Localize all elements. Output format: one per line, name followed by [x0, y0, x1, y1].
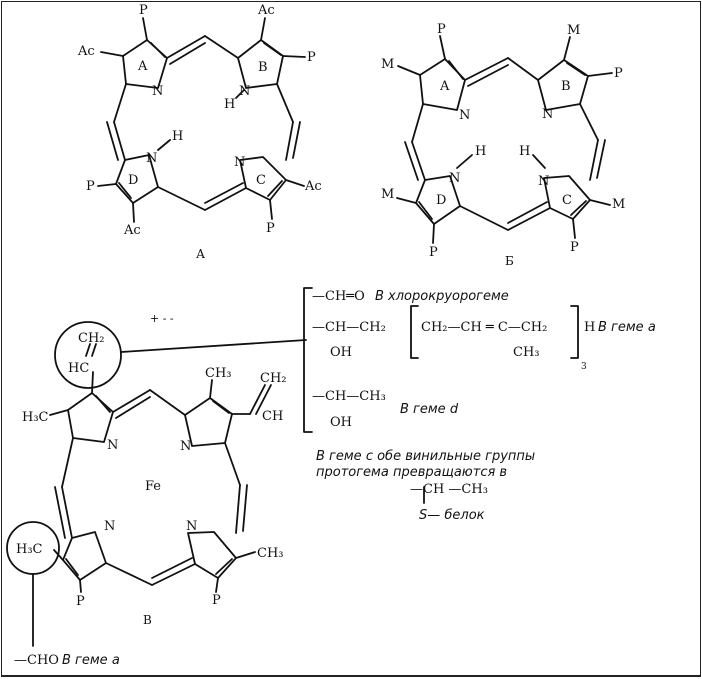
dots-mark: + - - — [150, 312, 174, 325]
nitrogen-label: N — [234, 155, 245, 170]
vinyl-ch-label: CH — [262, 409, 283, 424]
substituent-label: Ac — [77, 44, 95, 59]
substituent-label: M — [567, 23, 580, 38]
methyl-label: CH₃ — [257, 546, 284, 561]
substituent-label: P — [570, 240, 579, 255]
chlorocruoro-note: В хлорокруорогеме — [375, 289, 509, 304]
hydrogen-label: H — [475, 144, 486, 159]
structure-c-caption: В — [143, 613, 152, 627]
methyl-label: H₃C — [16, 542, 43, 557]
variant-labels: —CH═O В хлорокруорогеме —CH—CH₂ OH CH₂—C… — [312, 289, 656, 523]
ring-label: C — [562, 193, 572, 208]
nitrogen-label: N — [107, 438, 118, 453]
nitrogen-label: N — [538, 174, 549, 189]
structure-a-caption: А — [196, 247, 205, 261]
vinyl-ch2-label: CH₂ — [260, 371, 287, 386]
substituent-label: P — [614, 66, 623, 81]
substituent-label: M — [612, 197, 625, 212]
structure-a-labels: P Ac Ac P P Ac Ac P A B C D N N N N H H … — [77, 3, 322, 261]
nitrogen-label: N — [239, 84, 250, 99]
heme-a-methyl: CH₃ — [513, 345, 540, 360]
ring-label: D — [436, 193, 446, 208]
methyl-label: H₃C — [22, 410, 49, 425]
cho-note: В геме a — [62, 653, 120, 668]
structure-c-labels: + - - CH₂ HC H₃C CH₃ CH₂ CH N N N N Fe H… — [14, 312, 287, 668]
heme-c-line1: В геме c обе винильные группы — [316, 449, 535, 464]
nitrogen-label: N — [449, 171, 460, 186]
substituent-label: Ac — [123, 223, 141, 238]
propionate-label: P — [76, 594, 85, 609]
heme-a-unit: CH₂—CH ═ C—CH₂ — [421, 320, 547, 335]
substituent-label: P — [266, 221, 275, 236]
heme-d-formula: —CH—CH₃ — [312, 389, 386, 404]
heme-c-formula: —CH —CH₃ — [410, 482, 488, 497]
chlorocruoro-formula: —CH═O — [312, 289, 365, 304]
nitrogen-label: N — [152, 84, 163, 99]
substituent-label: Ac — [304, 179, 322, 194]
hydrogen-label: H — [172, 129, 183, 144]
heme-c-protein: S— белок — [419, 508, 485, 523]
heme-c-line2: протогема превращаются в — [316, 465, 507, 480]
ring-label: B — [258, 60, 268, 75]
methyl-label: CH₃ — [205, 366, 232, 381]
hydrogen-label: H — [224, 97, 235, 112]
nitrogen-label: N — [542, 107, 553, 122]
ring-label: A — [439, 79, 450, 94]
heme-d-note: В геме d — [400, 402, 459, 417]
structure-b-caption: Б — [505, 254, 514, 268]
heme-a-h: H — [584, 320, 595, 335]
nitrogen-label: N — [180, 439, 191, 454]
cho-label: —CHO — [14, 653, 59, 668]
substituent-label: P — [429, 245, 438, 260]
heme-d-oh: OH — [330, 415, 352, 430]
structure-c-bonds — [6, 287, 579, 647]
ring-label: A — [137, 59, 148, 74]
structure-a-bonds — [97, 17, 306, 223]
structure-b-labels: P M M P P M M P A B C D N N N N H H Б — [381, 22, 625, 268]
substituent-label: P — [139, 3, 148, 18]
nitrogen-label: N — [146, 151, 157, 166]
substituent-label: Ac — [257, 3, 275, 18]
structure-b-bonds — [396, 35, 613, 244]
substituent-label: P — [307, 50, 316, 65]
ring-label: D — [128, 173, 138, 188]
vinyl-hc-label: HC — [68, 361, 89, 376]
substituent-label: P — [437, 22, 446, 37]
hydrogen-label: H — [519, 144, 530, 159]
substituent-label: M — [381, 57, 394, 72]
substituent-label: M — [381, 187, 394, 202]
ring-label: B — [561, 79, 571, 94]
heme-a-oh: OH — [330, 345, 352, 360]
propionate-label: P — [212, 593, 221, 608]
ring-label: C — [256, 173, 266, 188]
vinyl-ch2-label: CH₂ — [78, 331, 105, 346]
nitrogen-label: N — [104, 519, 115, 534]
metal-label: Fe — [145, 479, 161, 494]
heme-a-sub: 3 — [581, 362, 587, 372]
heme-a-formula: —CH—CH₂ — [312, 320, 386, 335]
nitrogen-label: N — [186, 519, 197, 534]
substituent-label: P — [86, 179, 95, 194]
nitrogen-label: N — [459, 108, 470, 123]
heme-a-note: В геме a — [598, 320, 656, 335]
